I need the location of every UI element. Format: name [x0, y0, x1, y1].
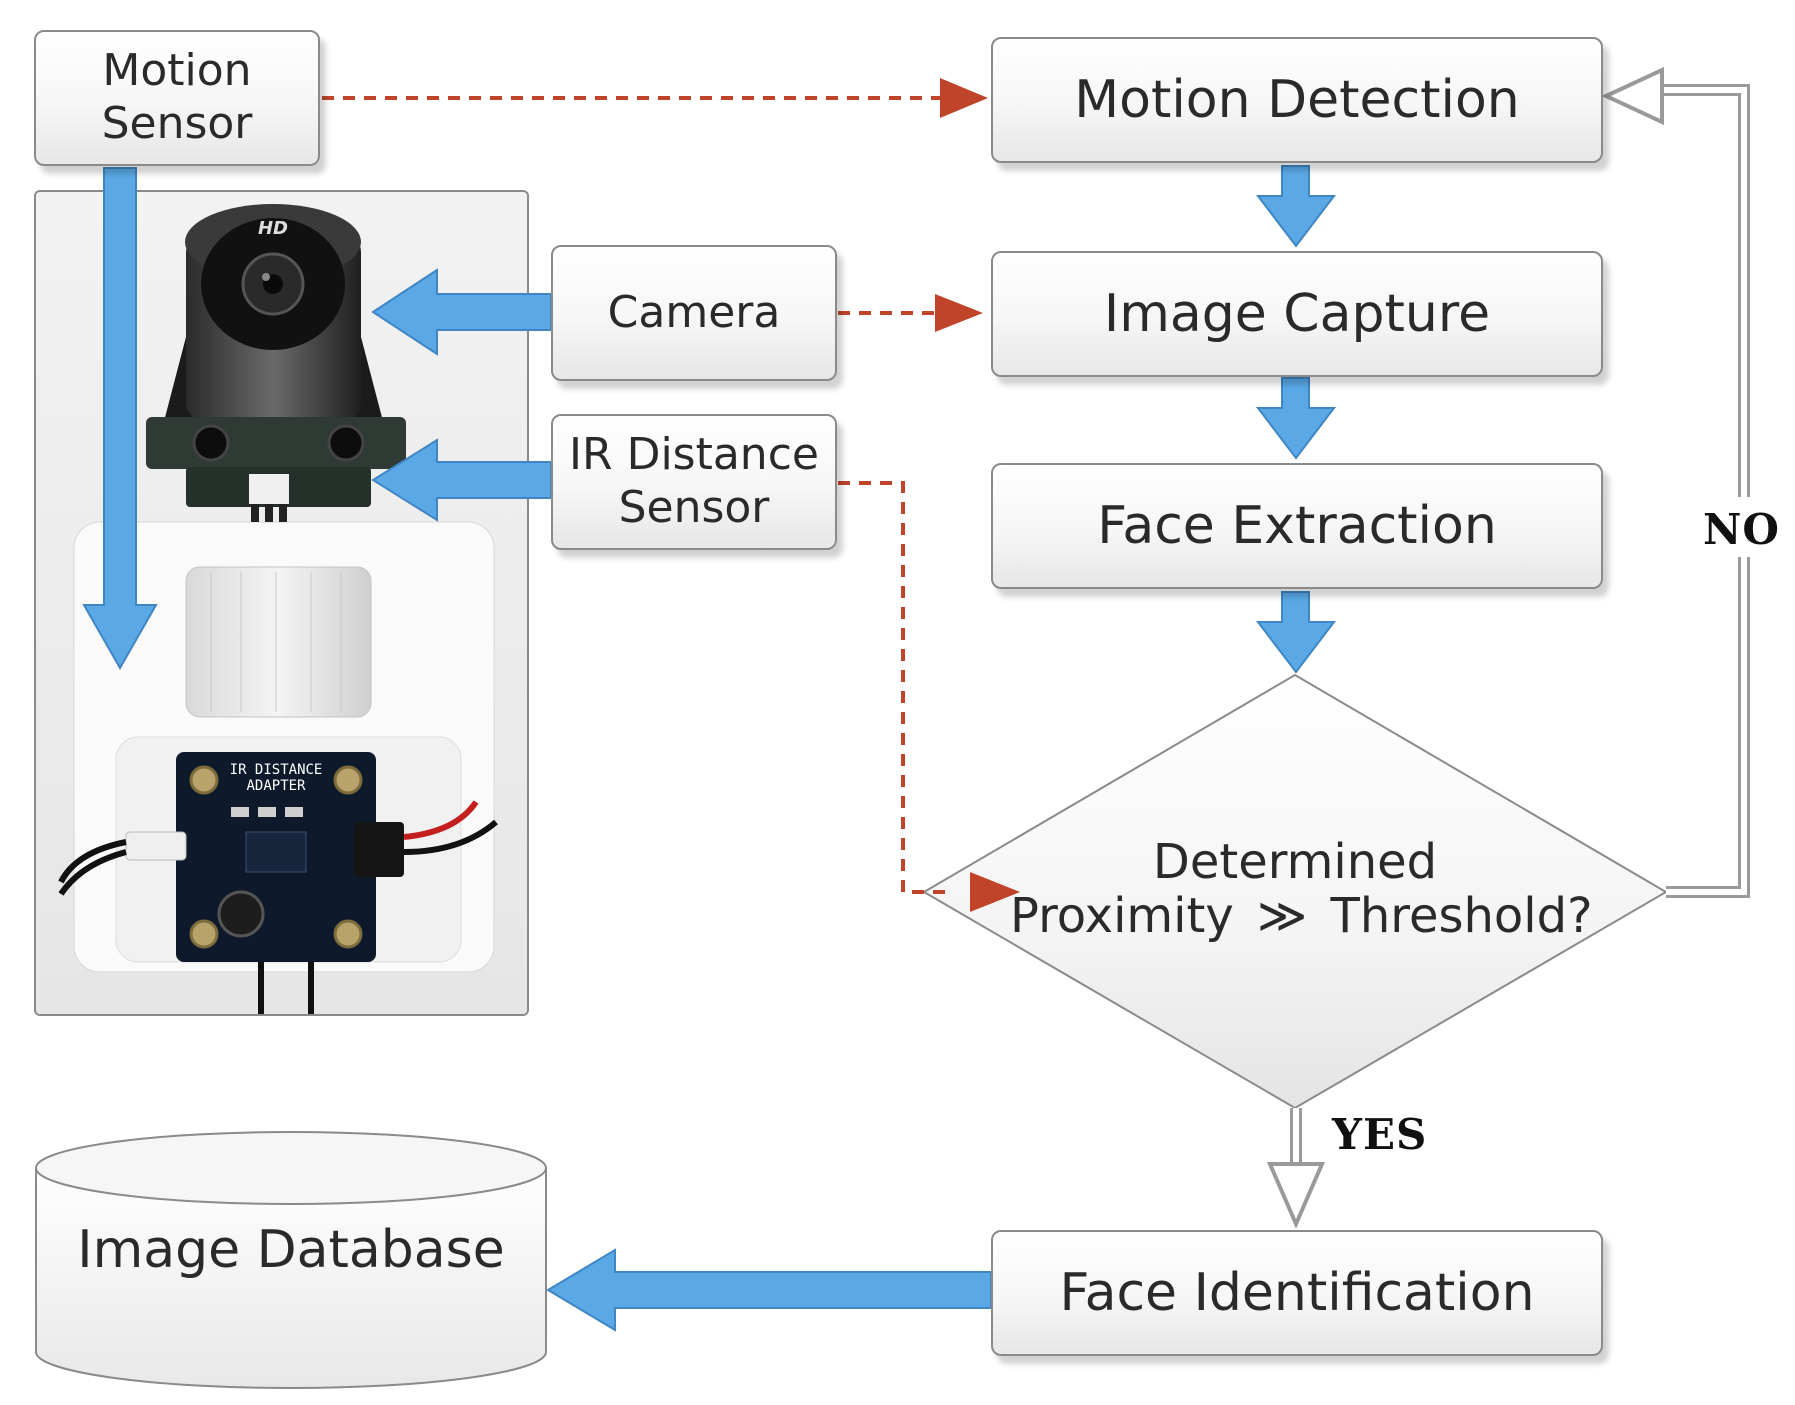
capacitor — [217, 890, 265, 938]
decision-threshold: Threshold? — [1330, 888, 1593, 944]
face-identification-label: Face Identification — [1059, 1262, 1535, 1323]
yes-connector — [1266, 1108, 1326, 1230]
flow-arrow-camera-box-to-camera — [371, 268, 552, 356]
motion-sensor-box: Motion Sensor — [34, 30, 320, 166]
dashed-arrowhead-decision — [970, 872, 1020, 912]
dashed-arrowhead-detection — [940, 78, 988, 118]
decision-line1: Determined — [1152, 834, 1438, 890]
ir-distance-sensor-box: IR Distance Sensor — [551, 414, 837, 550]
decision-line2: Proximity ≫ Threshold? — [1010, 888, 1593, 944]
flow-arrow-detection-to-capture — [1255, 165, 1337, 248]
face-extraction-box: Face Extraction — [991, 463, 1603, 589]
dashed-ir-to-decision — [838, 481, 950, 894]
flow-arrow-capture-to-extraction — [1255, 377, 1337, 460]
branch-yes-label: YES — [1332, 1110, 1428, 1159]
motion-detection-box: Motion Detection — [991, 37, 1603, 163]
motion-sensor-label-line2: Sensor — [101, 98, 253, 149]
dashed-arrowhead-capture — [935, 294, 983, 332]
image-database-label: Image Database — [77, 1220, 505, 1280]
motion-detection-label: Motion Detection — [1074, 69, 1520, 130]
decision-operator: ≫ — [1257, 888, 1308, 944]
camera-box: Camera — [551, 245, 837, 381]
camera-label: Camera — [607, 286, 781, 338]
camera-badge: HD — [258, 218, 288, 239]
decision-proximity: Proximity — [1010, 888, 1234, 944]
flow-arrow-extraction-to-decision — [1255, 591, 1337, 674]
flow-arrow-motion-sensor-down — [82, 167, 158, 671]
yes-arrowhead — [1266, 1162, 1326, 1230]
svg-text:ADAPTER: ADAPTER — [246, 778, 306, 794]
no-loop-arrowhead — [1601, 66, 1664, 126]
face-identification-box: Face Identification — [991, 1230, 1603, 1356]
flow-arrow-ir-box-to-sensor — [371, 438, 552, 522]
face-extraction-label: Face Extraction — [1097, 495, 1497, 556]
svg-text:IR DISTANCE: IR DISTANCE — [230, 762, 323, 778]
ir-sensor-label-line1: IR Distance — [569, 429, 819, 481]
flow-arrow-identification-to-database — [546, 1248, 992, 1332]
no-loop-connector — [1601, 66, 1794, 898]
pir-lens — [185, 566, 372, 718]
image-database-cylinder — [35, 1131, 547, 1389]
image-capture-label: Image Capture — [1103, 283, 1491, 344]
motion-sensor-label-line1: Motion — [102, 45, 252, 97]
ir-sensor-label-line2: Sensor — [618, 482, 770, 533]
image-capture-box: Image Capture — [991, 251, 1603, 377]
branch-no-label: NO — [1703, 505, 1780, 554]
